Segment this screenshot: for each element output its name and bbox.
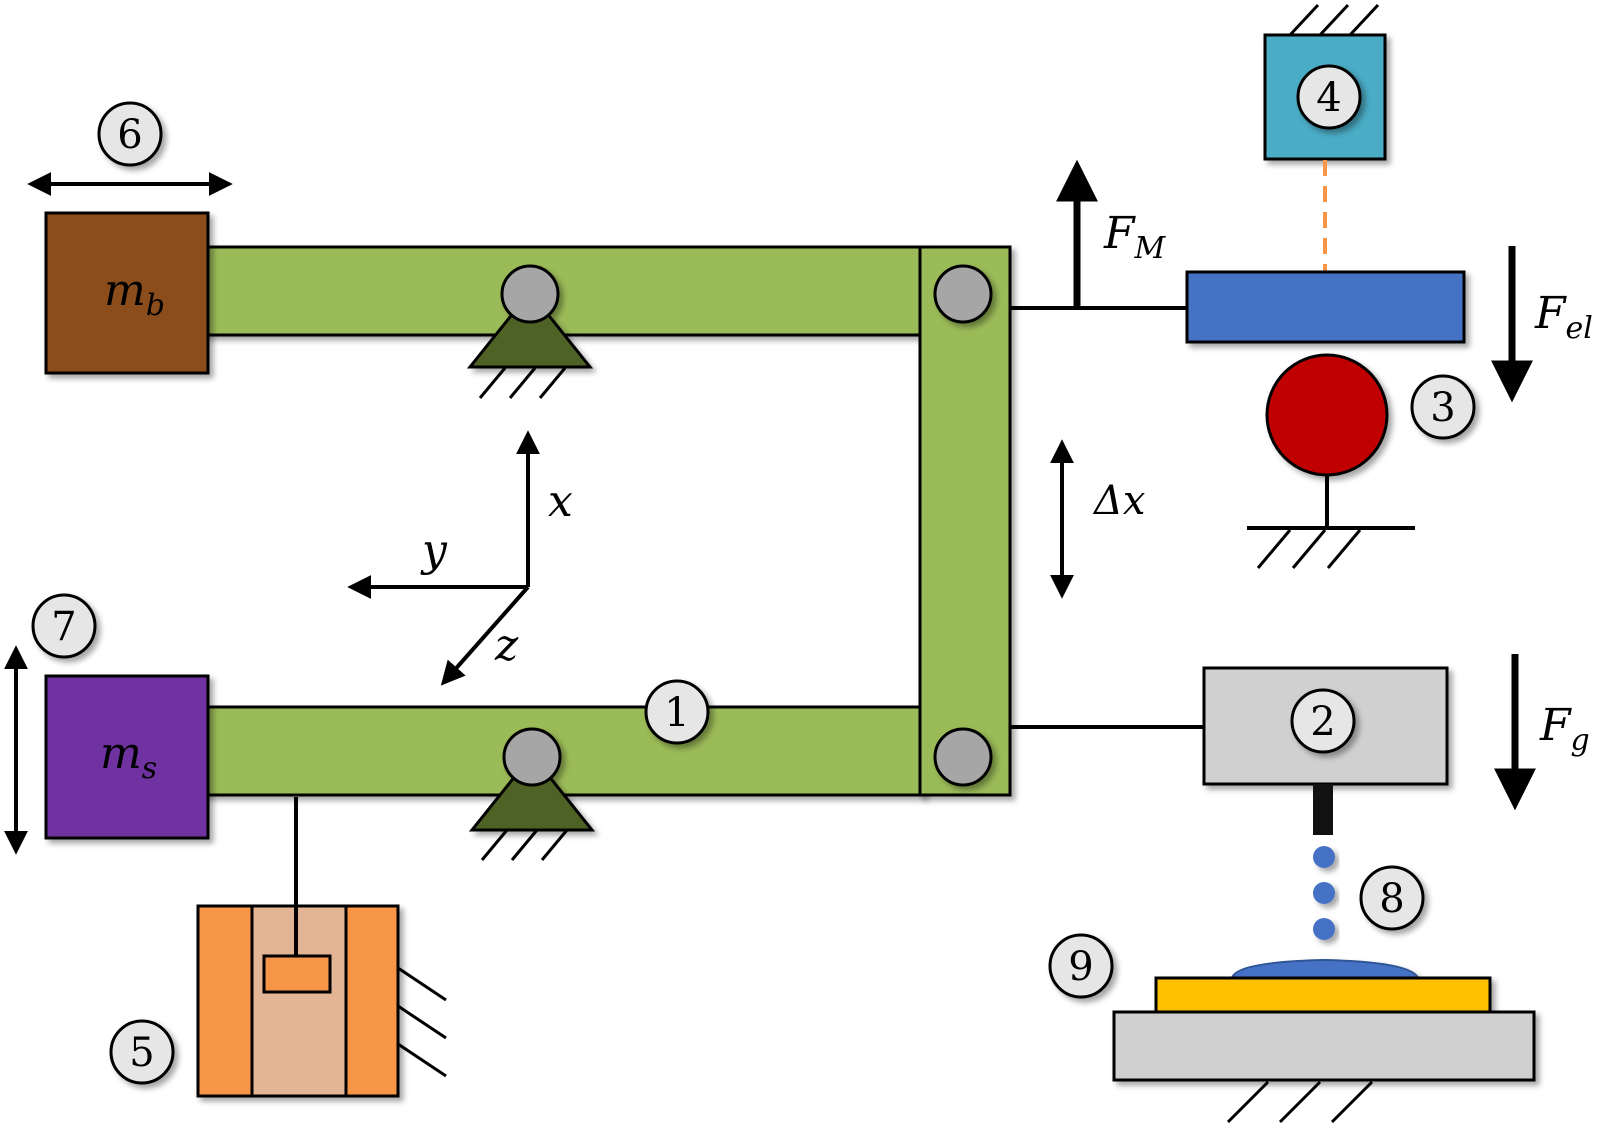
damper-ground — [397, 966, 447, 1078]
dispenser-nozzle — [1313, 784, 1333, 835]
electrode-plate — [1185, 270, 1466, 344]
marker-2 — [1290, 688, 1356, 754]
axis-y-label: y — [420, 525, 448, 576]
mass-s-block — [44, 674, 210, 840]
axis-z-label: z — [494, 620, 519, 671]
force-m-label: FM — [1103, 208, 1167, 266]
mass-b-label: mb — [104, 265, 165, 323]
marker-3-label: 3 — [1430, 385, 1455, 431]
deposited-film — [1230, 958, 1420, 979]
marker-2-label: 2 — [1310, 699, 1335, 745]
marker-9 — [1048, 933, 1114, 999]
marker-5 — [109, 1019, 175, 1085]
marker-6 — [97, 101, 163, 167]
upper-pivot-ground — [478, 367, 567, 399]
force-el-label: Fel — [1534, 288, 1593, 346]
droplets — [1313, 846, 1335, 940]
sensor-housing — [1263, 33, 1387, 161]
vertical-beam — [918, 245, 1012, 797]
displacement-label: Δx — [1092, 478, 1145, 524]
droplet — [1313, 918, 1335, 940]
marker-7 — [31, 593, 97, 659]
lower-joint — [933, 727, 993, 787]
axis-x-label: x — [548, 476, 573, 527]
lower-pivot — [468, 727, 596, 832]
marker-1-label: 1 — [664, 690, 689, 736]
stage-ground — [1226, 1080, 1374, 1124]
lower-beam — [201, 705, 925, 797]
marker-9-label: 9 — [1068, 944, 1093, 990]
marker-4-label: 4 — [1316, 75, 1341, 121]
mass-b-block — [44, 211, 210, 375]
lower-pivot-ground — [480, 829, 569, 861]
stage-base — [1112, 1010, 1536, 1082]
marker-1 — [644, 679, 710, 745]
substrate — [1154, 976, 1492, 1014]
marker-3 — [1410, 374, 1476, 440]
force-g-label: Fg — [1539, 700, 1590, 758]
marker-8 — [1359, 865, 1425, 931]
charged-ball — [1265, 353, 1389, 477]
marker-6-label: 6 — [117, 112, 142, 158]
upper-pivot — [466, 264, 594, 369]
upper-beam — [201, 245, 925, 337]
ball-ground — [1256, 529, 1362, 569]
marker-4 — [1296, 64, 1362, 130]
marker-5-label: 5 — [129, 1030, 154, 1076]
marker-7-label: 7 — [51, 604, 76, 650]
coordinate-axes — [347, 430, 540, 686]
upper-joint — [933, 264, 993, 324]
droplet — [1313, 882, 1335, 904]
marker-8-label: 8 — [1379, 876, 1404, 922]
droplet — [1313, 846, 1335, 868]
mass-s-label: ms — [100, 728, 157, 786]
sensor-ground — [1288, 3, 1380, 37]
